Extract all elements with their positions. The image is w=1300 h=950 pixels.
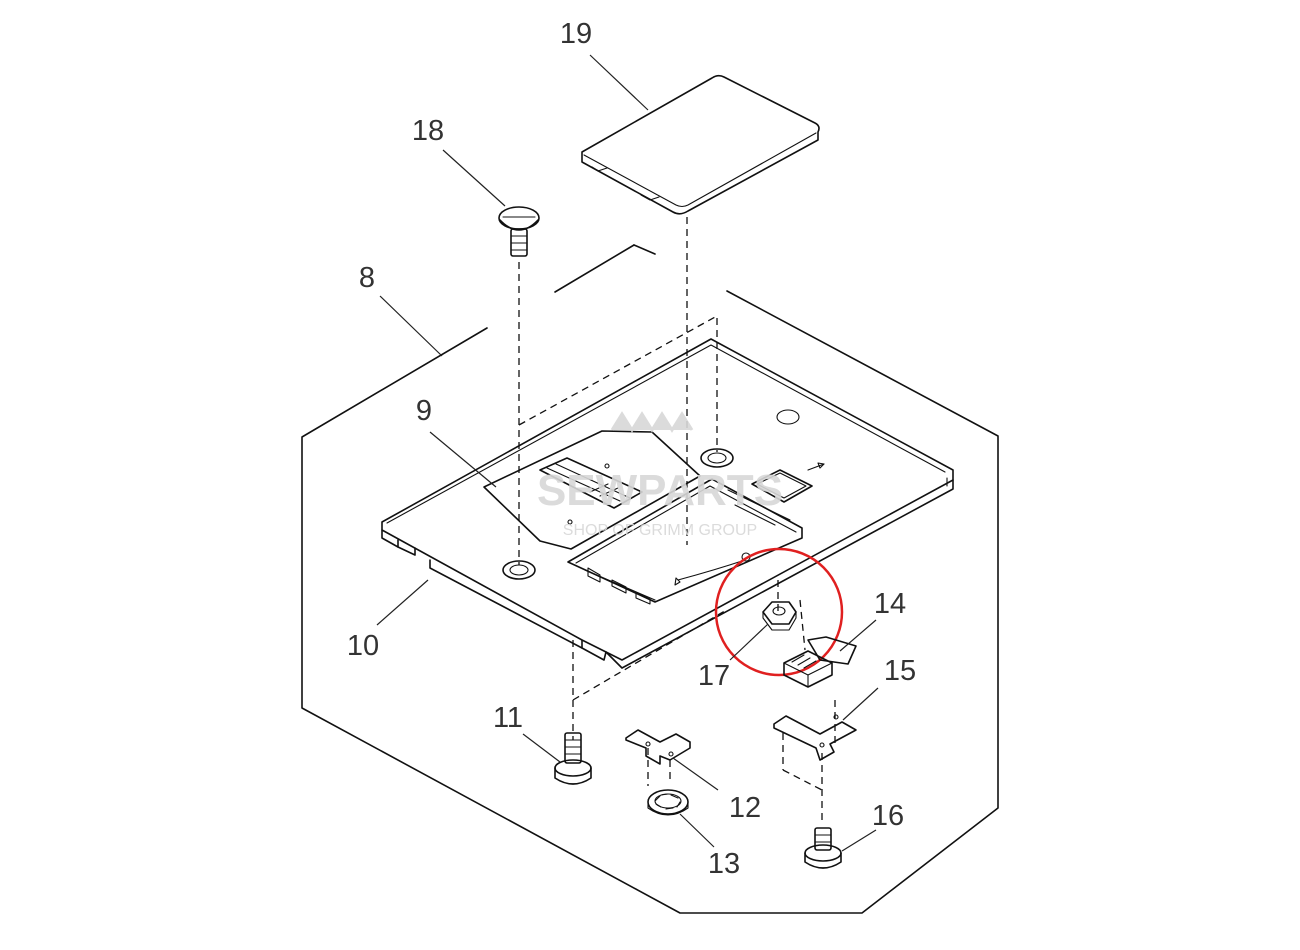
label-9: 9 bbox=[416, 395, 432, 427]
label-13: 13 bbox=[708, 848, 740, 880]
label-19: 19 bbox=[560, 18, 592, 50]
part-13-lock-washer[interactable] bbox=[647, 789, 689, 816]
watermark-subtitle: SHOP OF GRIMM GROUP bbox=[563, 522, 757, 539]
watermark-title: SEWPARTS bbox=[537, 466, 783, 515]
part-11-screw[interactable] bbox=[554, 732, 592, 785]
part-17-hex-nut[interactable] bbox=[762, 601, 797, 631]
part-19-bobbin-cover[interactable] bbox=[581, 74, 820, 215]
label-14: 14 bbox=[874, 588, 906, 620]
assembly-guide-lines bbox=[518, 217, 836, 825]
label-12: 12 bbox=[729, 792, 761, 824]
part-14-latch[interactable] bbox=[783, 636, 857, 688]
part-9-feed-plate[interactable] bbox=[483, 430, 825, 605]
label-8: 8 bbox=[359, 262, 375, 294]
label-17: 17 bbox=[698, 660, 730, 692]
part-16-screw[interactable] bbox=[804, 827, 842, 869]
label-16: 16 bbox=[872, 800, 904, 832]
label-11: 11 bbox=[493, 702, 523, 734]
part-10-base-plate[interactable] bbox=[381, 338, 954, 669]
highlight-circle bbox=[714, 547, 844, 677]
part-15-bracket[interactable] bbox=[773, 714, 857, 761]
watermark: SEWPARTS SHOP OF GRIMM GROUP bbox=[537, 411, 783, 539]
label-10: 10 bbox=[347, 630, 379, 662]
part-18-screw[interactable] bbox=[498, 206, 540, 257]
label-15: 15 bbox=[884, 655, 916, 687]
leader-lines bbox=[376, 54, 879, 852]
part-12-bracket[interactable] bbox=[625, 729, 691, 765]
assembly-group-outline bbox=[301, 244, 999, 914]
label-18: 18 bbox=[412, 115, 444, 147]
part-labels: 19 18 8 9 10 11 12 13 14 15 16 17 bbox=[347, 18, 916, 880]
